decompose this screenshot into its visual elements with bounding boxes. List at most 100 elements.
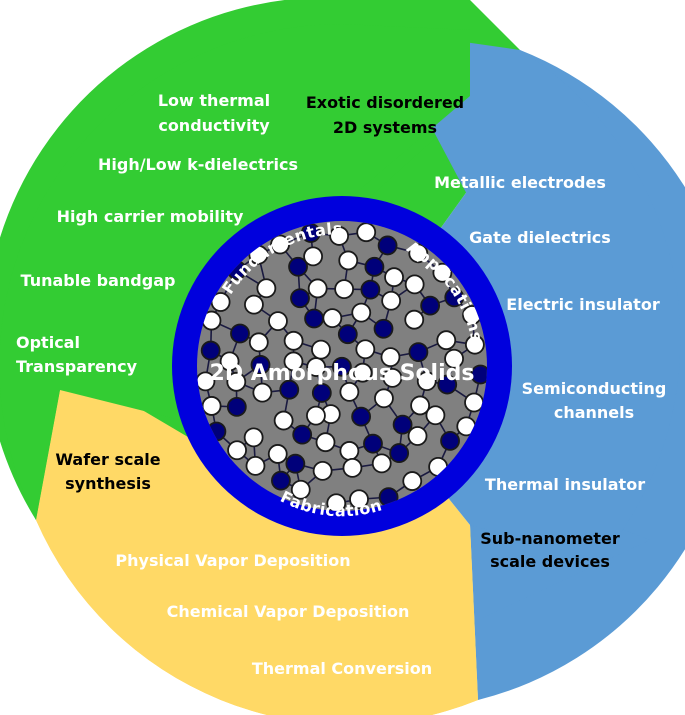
network-atom-dark [271,470,291,491]
network-atom-light [381,290,402,311]
network-atom-light [245,455,266,476]
network-atom-light [404,309,425,330]
network-atom-dark [363,433,383,454]
network-atom-light [273,410,294,431]
network-atom-light [444,348,464,369]
network-atom-light [464,334,485,355]
network-atom-dark [392,414,413,435]
fabrication-item-thermal-conversion: Thermal Conversion [252,659,432,678]
svg-text:Semiconducting: Semiconducting [522,379,667,398]
network-atom-light [339,441,360,461]
svg-text:conductivity: conductivity [158,116,270,135]
fundamentals-item-thermal: Low thermal conductivity [158,91,270,135]
network-atom-dark [364,256,385,277]
svg-text:Wafer scale: Wafer scale [55,450,160,469]
network-atom-light [270,234,290,255]
fundamentals-item-transparency: Optical Transparency [16,333,138,376]
applications-item-gate: Gate dielectrics [469,228,611,247]
network-atom-dark [360,279,381,300]
svg-text:Optical: Optical [16,333,80,352]
network-atom-light [311,339,331,360]
network-atom-light [338,250,359,271]
network-atom-light [416,371,437,392]
network-atom-light [303,246,323,267]
network-atom-light [410,395,431,416]
applications-item-insulator: Electric insulator [506,295,660,314]
network-atom-light [226,371,247,392]
network-atom-dark [440,430,460,451]
network-atom-light [315,432,336,453]
network-atom-dark [292,424,313,445]
network-atom-dark [377,235,398,256]
svg-text:Exotic disordered: Exotic disordered [306,93,464,112]
network-atom-dark [279,379,300,400]
network-atom-dark [389,443,410,463]
svg-text:Low thermal: Low thermal [158,91,270,110]
network-atom-light [252,382,273,403]
network-atom-dark [311,383,332,403]
network-atom-light [384,267,404,288]
network-atom-light [267,444,288,464]
network-atom-dark [444,287,465,308]
network-atom-light [326,493,347,511]
network-atom-light [436,330,457,351]
network-atom-dark [285,453,306,474]
network-atom-light [425,405,446,426]
network-atom-light [374,388,394,409]
network-atom-light [307,278,328,299]
fabrication-item-pvd: Physical Vapor Deposition [115,551,350,570]
svg-text:Sub-nanometer: Sub-nanometer [480,529,620,548]
network-atom-light [382,368,403,388]
network-atom-dark [437,374,458,395]
fabrication-arrow-body [36,385,478,715]
network-atom-light [243,427,264,448]
fabrication-item-cvd: Chemical Vapor Deposition [167,602,410,621]
network-atom-dark [290,288,310,309]
network-atom-light [322,308,343,329]
network-atom-light [352,362,373,383]
network-atom-light [404,274,425,295]
network-atom-light [339,381,360,402]
network-atom-light [197,371,216,392]
network-atom-dark [230,323,250,344]
network-atom-light [342,457,363,478]
network-atom-light [402,471,423,491]
network-atom-light [371,453,392,474]
network-atom-light [256,278,277,299]
applications-item-thermal: Thermal insulator [485,475,645,494]
network-atom-dark [373,318,394,339]
network-atom-light [268,311,288,331]
svg-text:2D systems: 2D systems [333,118,437,137]
fabrication-heading: Wafer scale synthesis [55,450,160,493]
network-atom-light [283,330,304,351]
network-atom-light [283,351,304,372]
fundamentals-heading: Exotic disordered 2D systems [306,93,464,137]
network-atom-dark [470,364,487,385]
svg-text:Transparency: Transparency [16,357,138,376]
network-atom-light [407,426,428,446]
network-atom-light [290,479,311,500]
network-atom-dark [226,396,247,417]
svg-text:channels: channels [554,403,634,422]
network-atom-dark [331,356,352,377]
network-atom-light [334,279,355,300]
network-atom-light [356,222,377,243]
amorphous-network [197,222,487,511]
network-atom-light [248,332,269,353]
network-atom-dark [200,340,221,361]
network-atom-dark [420,295,441,316]
network-atom-light [312,461,333,481]
network-atom-light [201,396,222,416]
applications-item-semiconducting: Semiconducting channels [522,379,667,422]
network-atom-light [408,243,429,264]
fundamentals-item-bandgap: Tunable bandgap [21,271,176,290]
network-atom-light [244,294,264,315]
network-atom-light [432,262,453,283]
network-atom-light [219,351,240,372]
applications-arrow-body [380,30,681,560]
fundamentals-item-mobility: High carrier mobility [57,207,244,226]
svg-text:synthesis: synthesis [65,474,151,493]
applications-heading: Sub-nanometer scale devices [480,529,620,571]
fundamentals-item-dielectrics: High/Low k-dielectrics [98,155,298,174]
